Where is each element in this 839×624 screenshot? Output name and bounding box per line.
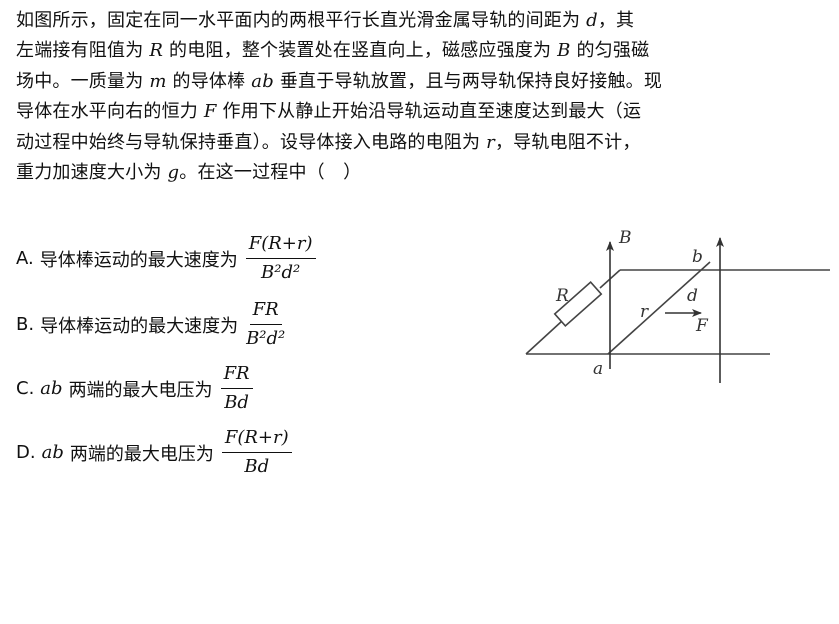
option-d-letter: D. (16, 442, 36, 463)
option-d-var-ab: ab (41, 442, 64, 463)
rod-ab (607, 261, 711, 355)
option-b-fraction: FR B²d² (246, 298, 285, 351)
stem-line-3: 场中。一质量为 m 的导体棒 ab 垂直于导轨放置，且与两导轨保持良好接触。现 (16, 67, 828, 97)
option-a-denominator: B²d² (261, 262, 301, 283)
label-a: a (593, 359, 603, 379)
stem-text-4: 导体在水平向右的恒力 (16, 101, 198, 123)
stem-text-2b: 的电阻，整个装置处在竖直向上，磁感应强度为 (169, 40, 552, 62)
label-r: r (640, 302, 649, 322)
var-g: g (167, 162, 180, 184)
option-c-fraction: FR Bd (220, 362, 253, 415)
option-a-numerator: F(R+r) (245, 232, 316, 259)
stem-text-3: 场中。一质量为 (16, 70, 144, 92)
option-c[interactable]: C. ab 两端的最大电压为 FR Bd (16, 362, 253, 415)
stem-text-5: 动过程中始终与导轨保持垂直）。设导体接入电路的电阻为 (16, 131, 481, 153)
label-B: B (618, 228, 632, 248)
stem-text-6b: 。在这一过程中（ ） (179, 162, 362, 184)
stem-text-2: 左端接有阻值为 (16, 40, 144, 62)
rail-diagram: B R b d r F a (525, 228, 830, 383)
option-a[interactable]: A. 导体棒运动的最大速度为 F(R+r) B²d² (16, 232, 316, 285)
option-a-text: 导体棒运动的最大速度为 (39, 249, 238, 271)
var-ab: ab (251, 70, 274, 92)
label-d: d (687, 286, 698, 306)
option-c-var-ab: ab (40, 378, 63, 399)
var-d: d (586, 10, 598, 31)
stem-text-5b: ，导轨电阻不计， (494, 131, 641, 153)
stem-line-2: 左端接有阻值为 R 的电阻，整个装置处在竖直向上，磁感应强度为 B 的匀强磁 (16, 36, 828, 66)
stem-text-1b: ，其 (597, 10, 635, 31)
question-stem: 如图所示，固定在同一水平面内的两根平行长直光滑金属导轨的间距为 d，其 左端接有… (16, 6, 828, 188)
label-R: R (555, 286, 569, 306)
stem-line-1: 如图所示，固定在同一水平面内的两根平行长直光滑金属导轨的间距为 d，其 (16, 6, 828, 36)
var-R: R (149, 40, 164, 62)
var-r: r (486, 131, 495, 153)
option-c-letter: C. (16, 378, 35, 399)
option-a-fraction: F(R+r) B²d² (245, 232, 316, 285)
stem-text-3c: 垂直于导轨放置，且与两导轨保持良好接触。现 (279, 70, 663, 92)
resistor-R (553, 280, 603, 328)
option-d-text: 两端的最大电压为 (69, 443, 214, 465)
option-b-numerator: FR (249, 298, 282, 325)
stem-line-6: 重力加速度大小为 g。在这一过程中（ ） (16, 158, 828, 188)
option-b-text: 导体棒运动的最大速度为 (40, 315, 239, 337)
option-c-text: 两端的最大电压为 (68, 379, 213, 401)
stem-text-6: 重力加速度大小为 (16, 162, 162, 184)
var-m: m (149, 70, 167, 92)
stem-text-4b: 作用下从静止开始沿导轨运动直至速度达到最大（运 (222, 101, 642, 123)
option-d-fraction: F(R+r) Bd (221, 426, 292, 479)
label-F: F (695, 316, 709, 336)
option-d[interactable]: D. ab 两端的最大电压为 F(R+r) Bd (16, 426, 292, 479)
option-c-denominator: Bd (224, 392, 249, 413)
option-d-denominator: Bd (244, 456, 270, 477)
stem-text-1: 如图所示，固定在同一水平面内的两根平行长直光滑金属导轨的间距为 (16, 10, 581, 31)
var-B: B (557, 40, 571, 62)
stem-text-3b: 的导体棒 (172, 70, 246, 92)
option-b[interactable]: B. 导体棒运动的最大速度为 FR B²d² (16, 298, 285, 351)
option-a-letter: A. (16, 248, 34, 269)
option-b-denominator: B²d² (246, 328, 286, 349)
option-c-numerator: FR (220, 362, 253, 389)
option-d-numerator: F(R+r) (221, 426, 292, 453)
stem-line-4: 导体在水平向右的恒力 F 作用下从静止开始沿导轨运动直至速度达到最大（运 (16, 97, 828, 127)
stem-line-5: 动过程中始终与导轨保持垂直）。设导体接入电路的电阻为 r，导轨电阻不计， (16, 128, 828, 158)
stem-text-2c: 的匀强磁 (576, 40, 650, 62)
option-b-letter: B. (16, 314, 35, 335)
var-F: F (203, 101, 217, 123)
left-wire-lower (525, 320, 563, 355)
label-b: b (692, 247, 703, 267)
